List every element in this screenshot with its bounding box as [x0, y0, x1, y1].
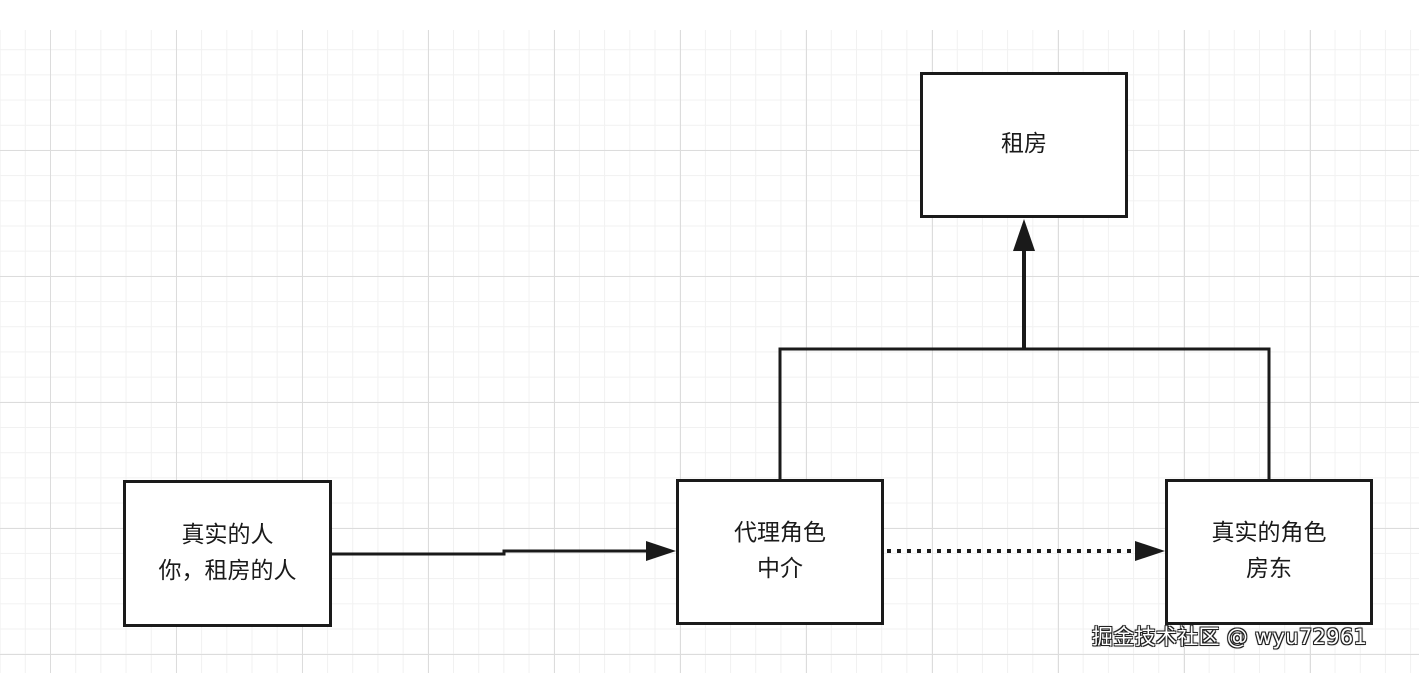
real-person-sublabel: 你，租房的人	[158, 557, 297, 584]
watermark: 掘金技术社区 @ wyu72961	[1092, 625, 1368, 649]
rent-interface-box: 租房	[920, 72, 1128, 218]
rent-label: 租房	[1001, 131, 1047, 158]
proxy-role-box: 代理角色 中介	[676, 479, 884, 625]
arrow-proxy-to-real-role	[887, 541, 1165, 561]
proxy-role-label: 代理角色	[734, 520, 826, 547]
real-role-sublabel: 房东	[1246, 556, 1292, 582]
arrow-person-to-proxy	[332, 541, 676, 561]
real-role-label: 真实的角色	[1211, 520, 1327, 547]
real-person-box: 真实的人 你，租房的人	[123, 480, 332, 627]
connector-implements-rent	[778, 219, 1271, 479]
real-person-label: 真实的人	[181, 521, 274, 548]
real-role-box: 真实的角色 房东	[1165, 479, 1373, 625]
proxy-role-sublabel: 中介	[757, 556, 803, 582]
